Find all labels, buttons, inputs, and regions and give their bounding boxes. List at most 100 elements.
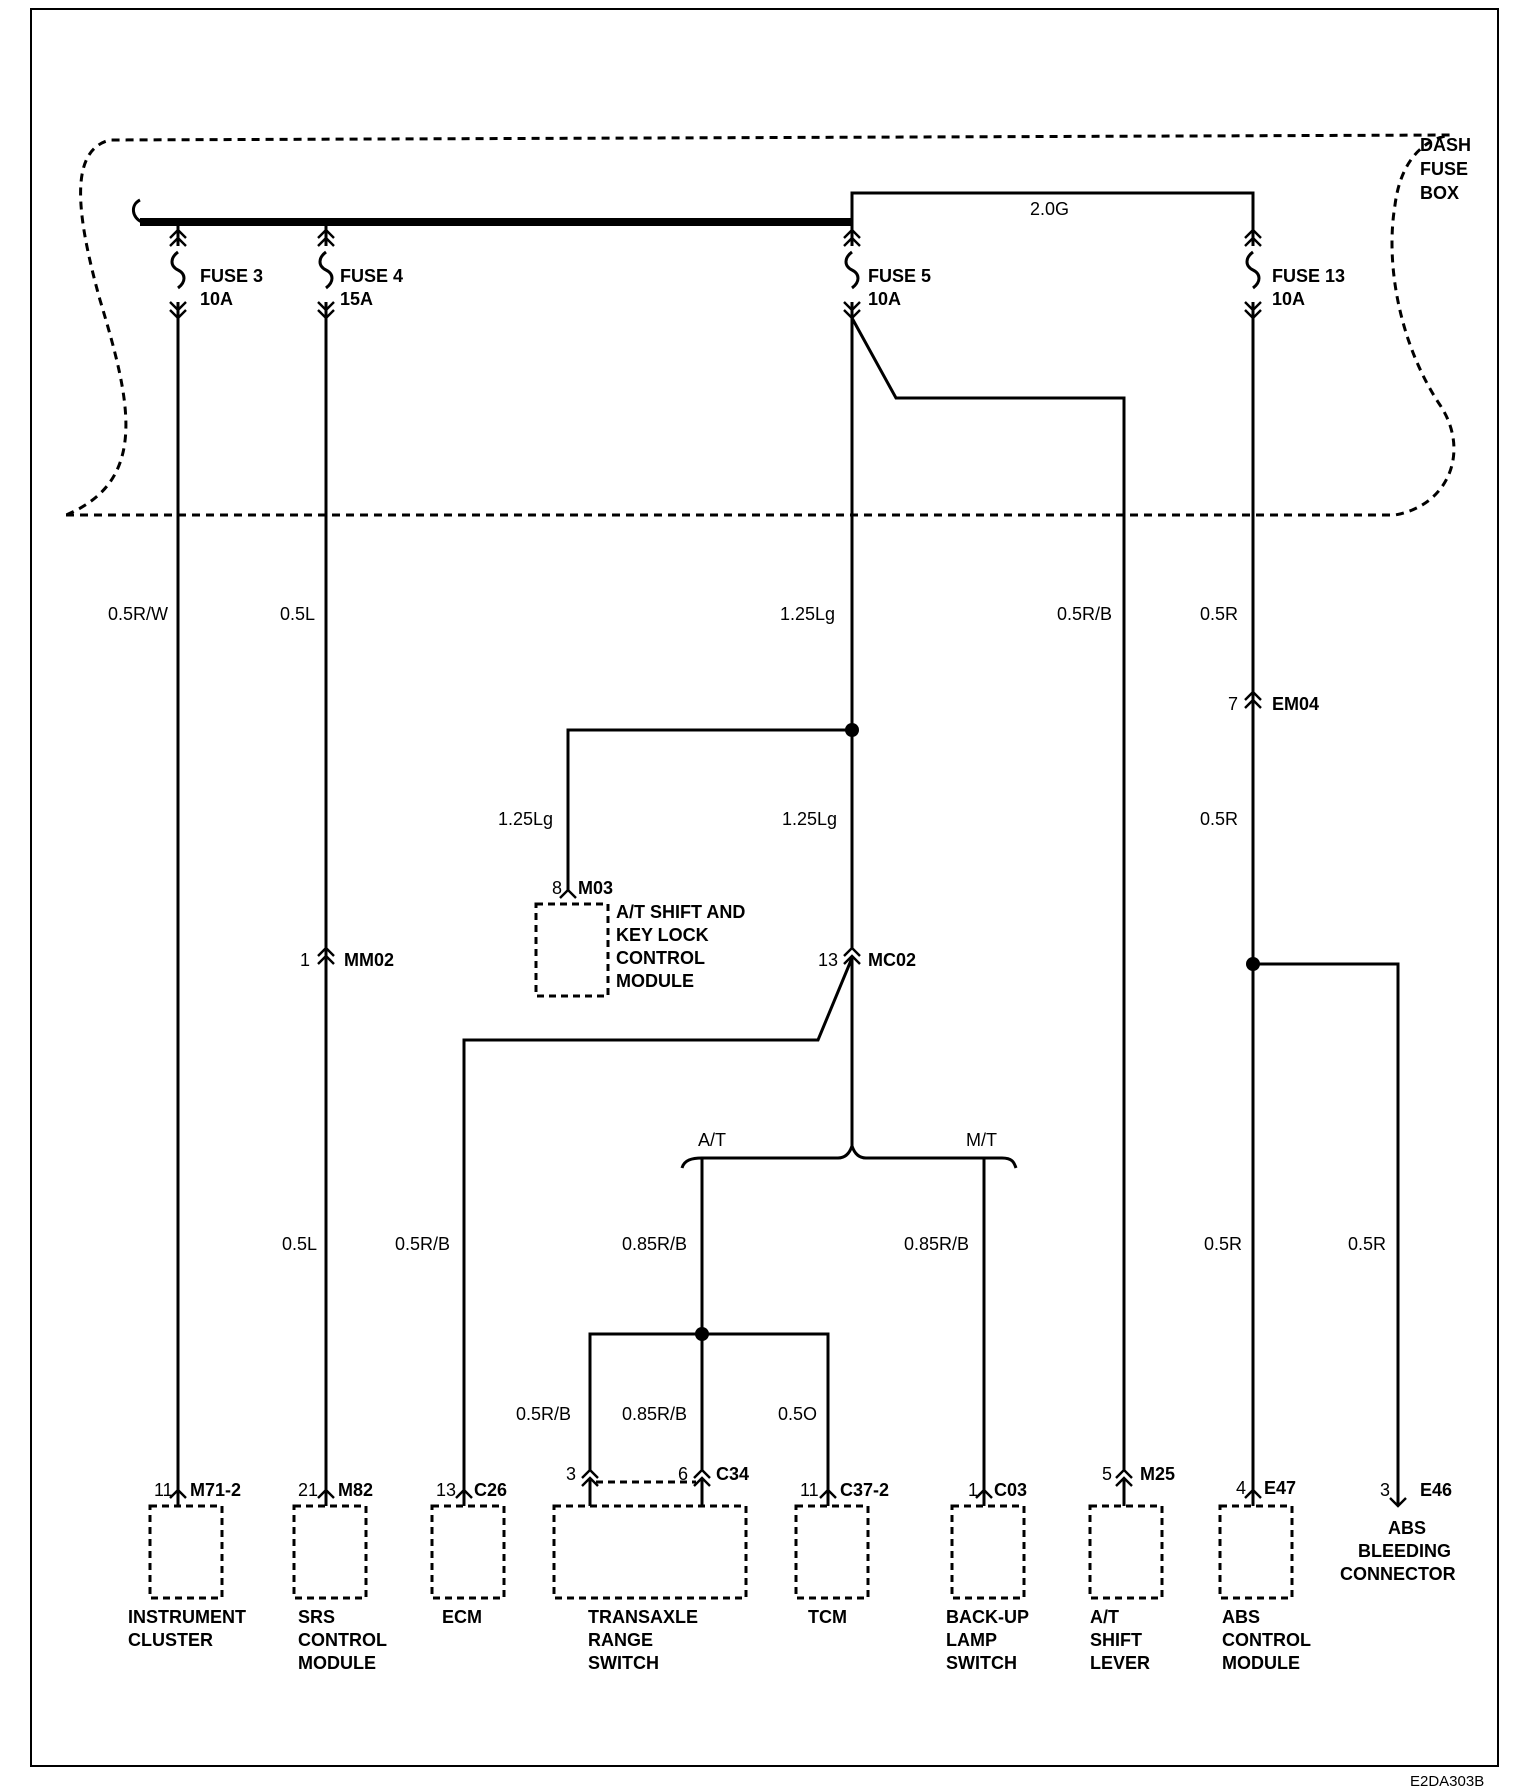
tr-pin-6: 6 (678, 1464, 688, 1484)
bus-wire-2-0g (850, 191, 1255, 222)
battery-feed-symbol (132, 198, 143, 224)
abs-control-module-box (1218, 1504, 1294, 1600)
e46-name-1: ABS (1388, 1518, 1426, 1538)
at-label: A/T (698, 1130, 726, 1150)
e47-connector: E47 (1264, 1478, 1296, 1498)
fuse-3-rating: 10A (200, 289, 233, 309)
ecm-box (430, 1504, 506, 1600)
wire-fuse4-bottom-label: 0.5L (282, 1234, 317, 1254)
m03-name-4: MODULE (616, 971, 694, 991)
m03-connector: M03 (578, 878, 613, 898)
fuse-13-rating: 10A (1272, 289, 1305, 309)
fuse-4-rating: 15A (340, 289, 373, 309)
wire-m03-label: 1.25Lg (498, 809, 553, 829)
wire-fuse5-top-label: 1.25Lg (780, 604, 835, 624)
em04-id: EM04 (1272, 694, 1319, 714)
tr-pin-6-icon (693, 1468, 711, 1479)
wire-ecm (462, 957, 854, 1490)
ecm-name: ECM (442, 1607, 482, 1627)
wire-abs-module-label: 0.5R (1204, 1234, 1242, 1254)
tr-pin-3-icon (581, 1468, 599, 1479)
backup-name-2: LAMP (946, 1630, 997, 1650)
backup-lamp-switch-box (950, 1504, 1026, 1600)
backup-connector: C03 (994, 1480, 1027, 1500)
bus-wire-label: 2.0G (1030, 199, 1069, 219)
fuse-13-name: FUSE 13 (1272, 266, 1345, 286)
fuse-box-label-2: FUSE (1420, 159, 1468, 179)
e47-name-3: MODULE (1222, 1653, 1300, 1673)
em04-pin: 7 (1228, 694, 1238, 714)
wire-ecm-label: 0.5R/B (395, 1234, 450, 1254)
tr-name-2: RANGE (588, 1630, 653, 1650)
ecm-connector: C26 (474, 1480, 507, 1500)
wire-fuse3-label: 0.5R/W (108, 604, 168, 624)
m25-connector: M25 (1140, 1464, 1175, 1484)
e47-name-1: ABS (1222, 1607, 1260, 1627)
backup-name-1: BACK-UP (946, 1607, 1029, 1627)
at-shift-key-lock-box (534, 902, 610, 998)
tcm-pin: 11 (800, 1480, 819, 1500)
e46-name-2: BLEEDING (1358, 1541, 1451, 1561)
fuse-box-label-3: BOX (1420, 183, 1459, 203)
srs-module-box (292, 1504, 368, 1600)
fuse-5 (843, 222, 861, 324)
tr-name-1: TRANSAXLE (588, 1607, 698, 1627)
fuse-5-name: FUSE 5 (868, 266, 931, 286)
wire-fuse5-mid-label: 1.25Lg (782, 809, 837, 829)
mc02-pin: 13 (818, 950, 838, 970)
tcm-connector: C37-2 (840, 1480, 889, 1500)
cluster-pin: 11 (154, 1480, 173, 1500)
wire-tr-mid-label: 0.85R/B (622, 1404, 687, 1424)
m25-pin-icon (1115, 1468, 1133, 1479)
wire-abs-bleed (1253, 962, 1400, 1506)
e46-pin-icon (1389, 1497, 1407, 1508)
tcm-name: TCM (808, 1607, 847, 1627)
wire-mt-label: 0.85R/B (904, 1234, 969, 1254)
wire-at-label: 0.85R/B (622, 1234, 687, 1254)
dash-fuse-box-outline (65, 133, 1456, 517)
wire-fuse13-top-label: 0.5R (1200, 604, 1238, 624)
mt-label: M/T (966, 1130, 997, 1150)
tr-connector: C34 (716, 1464, 749, 1484)
m25-name-2: SHIFT (1090, 1630, 1142, 1650)
cluster-connector: M71-2 (190, 1480, 241, 1500)
m03-pin: 8 (552, 878, 562, 898)
srs-connector: M82 (338, 1480, 373, 1500)
wire-fuse5-shift-lever (850, 317, 1126, 1470)
e46-name-3: CONNECTOR (1340, 1564, 1456, 1584)
mm02-pin: 1 (300, 950, 310, 970)
m25-name-1: A/T (1090, 1607, 1119, 1627)
mm02-id: MM02 (344, 950, 394, 970)
ecm-pin: 13 (436, 1480, 456, 1500)
srs-name-1: SRS (298, 1607, 335, 1627)
fuse-13 (1244, 222, 1262, 324)
m03-name-2: KEY LOCK (616, 925, 709, 945)
mc02-id: MC02 (868, 950, 916, 970)
wire-fuse4-top-label: 0.5L (280, 604, 315, 624)
wire-tcm-label: 0.5O (778, 1404, 817, 1424)
backup-name-3: SWITCH (946, 1653, 1017, 1673)
wire-abs-bleed-label: 0.5R (1348, 1234, 1386, 1254)
cluster-name-1: INSTRUMENT (128, 1607, 246, 1627)
m25-name-3: LEVER (1090, 1653, 1150, 1673)
fuse-4 (317, 222, 335, 324)
srs-pin: 21 (298, 1480, 318, 1500)
m25-pin: 5 (1102, 1464, 1112, 1484)
mc02-icon (843, 946, 861, 957)
wire-tcm (702, 1332, 830, 1490)
backup-pin: 1 (968, 1480, 978, 1500)
at-mt-branch (680, 1141, 1018, 1169)
figure-code: E2DA303B (1410, 1773, 1484, 1790)
srs-name-3: MODULE (298, 1653, 376, 1673)
tr-name-3: SWITCH (588, 1653, 659, 1673)
fuse-4-name: FUSE 4 (340, 266, 403, 286)
e46-pin: 3 (1380, 1480, 1390, 1500)
diagram-frame (30, 8, 1499, 1767)
wire-tr-left-label: 0.5R/B (516, 1404, 571, 1424)
fuse-5-rating: 10A (868, 289, 901, 309)
instrument-cluster-box (148, 1504, 224, 1600)
cluster-name-2: CLUSTER (128, 1630, 213, 1650)
srs-name-2: CONTROL (298, 1630, 387, 1650)
m03-name-3: CONTROL (616, 948, 705, 968)
at-shift-lever-box (1088, 1504, 1164, 1600)
